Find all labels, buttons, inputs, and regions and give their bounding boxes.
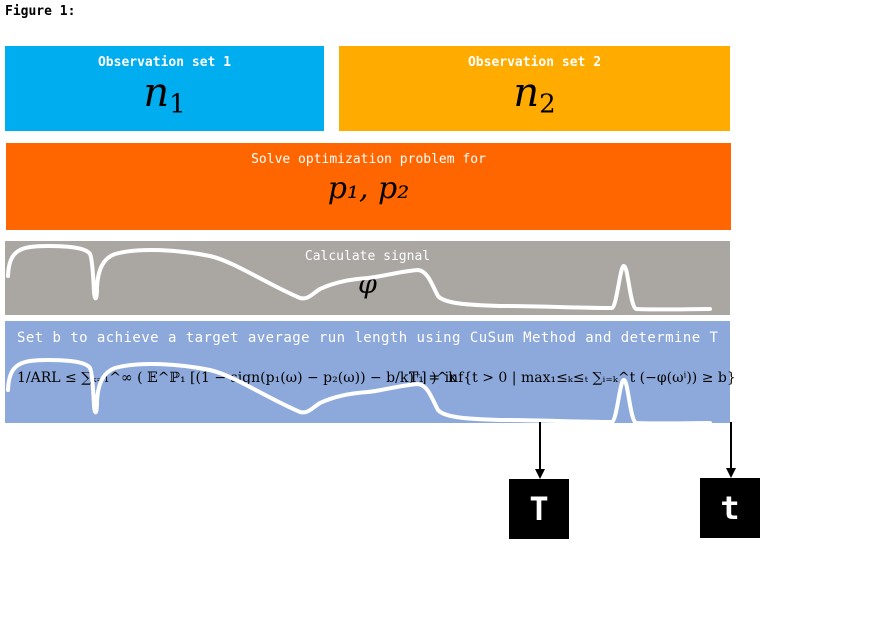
signal-heading: Calculate signal <box>304 249 431 264</box>
p1-p2-symbols: p₁, p₂ <box>327 171 410 206</box>
optimization-box: Solve optimization problem for p₁, p₂ <box>6 143 731 230</box>
stopping-time-T-label: T <box>529 490 549 528</box>
phi-symbol: φ <box>358 269 377 300</box>
stopping-time-T-box: T <box>509 479 569 539</box>
arrow-to-T <box>535 422 545 479</box>
observation-set-2-box: Observation set 2 n2 <box>339 46 730 131</box>
n1-symbol: n1 <box>143 70 186 120</box>
observation-set-2-heading: Observation set 2 <box>467 55 602 70</box>
arrow-to-t <box>726 422 736 478</box>
arl-formula: 1/ARL ≤ ∑ₖ₌₁^∞ ( 𝔼^ℙ₁ [(1 − sign(p₁(ω) −… <box>17 370 457 386</box>
cusum-box: Set b to achieve a target average run le… <box>5 321 736 423</box>
optimization-heading: Solve optimization problem for <box>251 152 486 167</box>
observation-set-1-heading: Observation set 1 <box>97 55 232 70</box>
figure-label: Figure 1: <box>5 4 76 19</box>
cusum-heading: Set b to achieve a target average run le… <box>17 330 719 346</box>
stopping-time-formula: T₁ = inf{t > 0 | max₁≤ₖ≤ₜ ∑ᵢ₌ₖ^t (−φ(ωⁱ)… <box>409 370 736 386</box>
time-t-box: t <box>700 478 760 538</box>
signal-box: Calculate signal φ <box>5 241 730 315</box>
time-t-label: t <box>720 489 740 527</box>
observation-set-1-box: Observation set 1 n1 <box>5 46 324 131</box>
n2-symbol: n2 <box>513 70 556 120</box>
